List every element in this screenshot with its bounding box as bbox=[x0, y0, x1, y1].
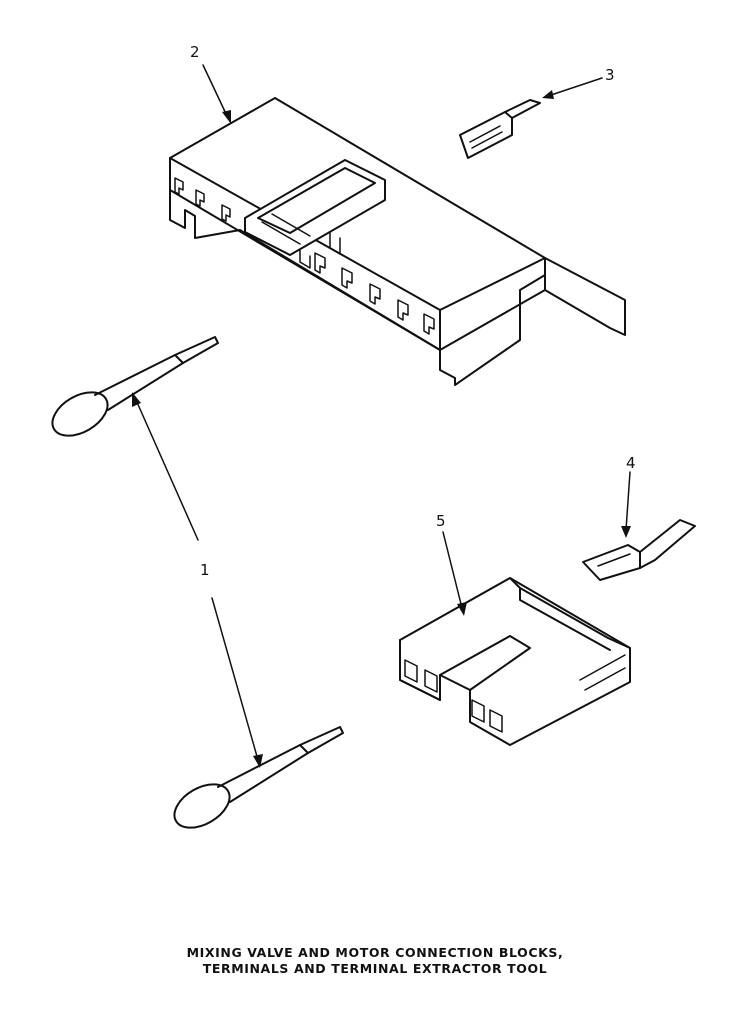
terminal-small-top bbox=[459, 99, 541, 159]
connection-block-small bbox=[399, 577, 631, 746]
extractor-tool-lower bbox=[173, 726, 344, 829]
callout-1: 1 bbox=[200, 561, 210, 579]
callout-3: 3 bbox=[605, 66, 615, 84]
caption-line-1: MIXING VALVE AND MOTOR CONNECTION BLOCKS… bbox=[186, 945, 564, 960]
extractor-tool-upper bbox=[51, 336, 219, 437]
callout-4: 4 bbox=[626, 454, 636, 472]
callout-5: 5 bbox=[436, 512, 446, 530]
terminal-small-right bbox=[582, 519, 696, 581]
connection-block-large bbox=[169, 97, 626, 386]
callout-2: 2 bbox=[190, 43, 200, 61]
caption-line-2: TERMINALS AND TERMINAL EXTRACTOR TOOL bbox=[202, 961, 548, 976]
leader-lines bbox=[132, 64, 631, 768]
